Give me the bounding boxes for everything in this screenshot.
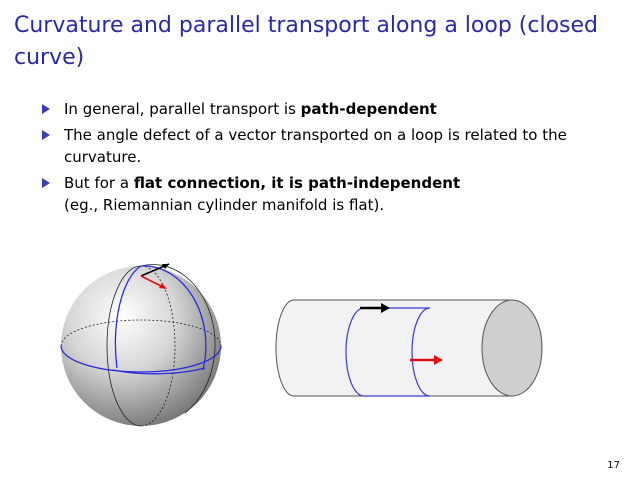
sphere-front-meridian-1 bbox=[106, 265, 142, 427]
cylinder-end-cap bbox=[481, 299, 543, 397]
sphere-body bbox=[61, 266, 221, 426]
loop-path bbox=[60, 265, 222, 373]
bullet-item: But for a flat connection, it is path-in… bbox=[38, 172, 618, 216]
triangle-bullet-icon bbox=[42, 104, 50, 114]
bullet-bold-text: flat connection, it is path-independent bbox=[133, 174, 461, 192]
cylinder-figure bbox=[275, 299, 543, 397]
bullet-list: In general, parallel transport is path-d… bbox=[38, 98, 618, 220]
triangle-bullet-icon bbox=[42, 178, 50, 188]
bullet-item: In general, parallel transport is path-d… bbox=[38, 98, 618, 120]
bullet-text: But for a bbox=[64, 174, 134, 192]
sphere-figure bbox=[60, 263, 222, 427]
black-arrowhead bbox=[381, 303, 390, 313]
cylinder-body bbox=[275, 299, 513, 397]
bullet-item: The angle defect of a vector transported… bbox=[38, 124, 618, 168]
bullet-text-line2: (eg., Riemannian cylinder manifold is fl… bbox=[64, 196, 385, 214]
triangle-bullet-icon bbox=[42, 130, 50, 140]
page-number: 17 bbox=[607, 460, 620, 471]
bullet-text: The angle defect of a vector transported… bbox=[64, 126, 567, 166]
sphere-back-equator bbox=[60, 319, 222, 347]
red-arrowhead bbox=[159, 283, 167, 289]
loop-path bbox=[345, 307, 431, 397]
slide-title: Curvature and parallel transport along a… bbox=[14, 13, 599, 70]
red-arrowhead bbox=[434, 355, 443, 365]
bullet-bold-text: path-dependent bbox=[300, 100, 437, 118]
bullet-text: In general, parallel transport is bbox=[64, 100, 301, 118]
black-arrowhead bbox=[162, 264, 169, 269]
sphere-back-meridian bbox=[140, 265, 176, 427]
loop-equator-segment bbox=[112, 367, 206, 375]
